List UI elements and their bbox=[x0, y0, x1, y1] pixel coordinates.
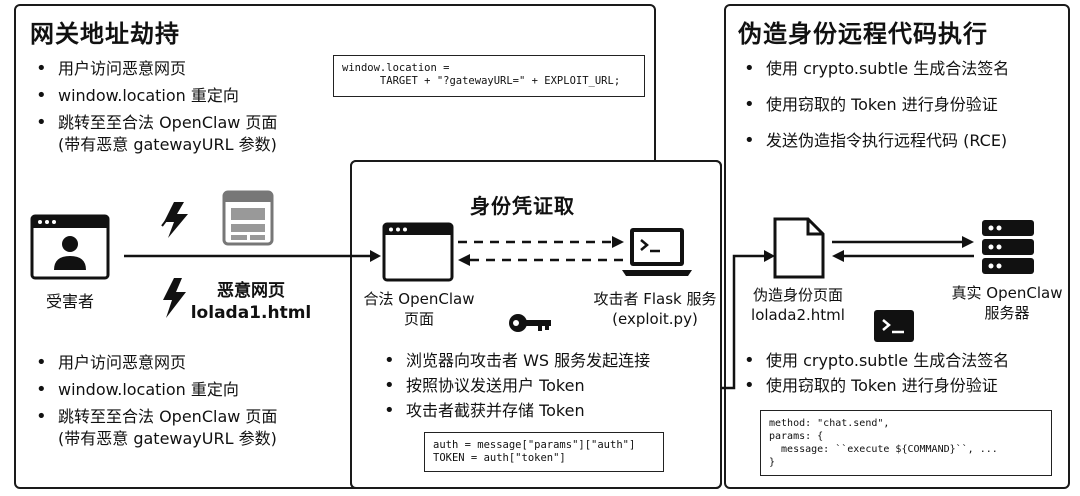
rce-panel bbox=[724, 4, 1070, 489]
hijack-title: 网关地址劫持 bbox=[30, 20, 180, 48]
rce-top-list: 使用 crypto.subtle 生成合法签名 使用窃取的 Token 进行身份… bbox=[738, 58, 1068, 157]
redirect-code-block: window.location = TARGET + "?gatewayURL=… bbox=[333, 55, 645, 97]
list-item: 用户访问恶意网页 bbox=[30, 352, 350, 374]
connector-arrow bbox=[720, 248, 776, 402]
bidirectional-arrows bbox=[830, 234, 976, 268]
list-item: 浏览器向攻击者 WS 服务发起连接 bbox=[378, 350, 718, 372]
list-item: 跳转至至合法 OpenClaw 页面 bbox=[30, 112, 330, 134]
list-item: 使用 crypto.subtle 生成合法签名 bbox=[738, 350, 1068, 372]
list-item-continuation: (带有恶意 gatewayURL 参数) bbox=[58, 135, 277, 154]
dashed-arrows bbox=[456, 234, 626, 272]
list-item: 发送伪造指令执行远程代码 (RCE) bbox=[738, 130, 1068, 152]
list-item: window.location 重定向 bbox=[30, 85, 330, 107]
terminal-laptop-icon bbox=[622, 226, 692, 282]
document-icon bbox=[772, 216, 826, 284]
steal-title: 身份凭证取 bbox=[470, 194, 575, 218]
redirect-arrow bbox=[124, 248, 382, 267]
list-item: 使用窃取的 Token 进行身份验证 bbox=[738, 375, 1068, 397]
forged-page-filename: lolada2.html bbox=[751, 306, 845, 324]
malicious-page-filename: lolada1.html bbox=[190, 303, 312, 323]
legit-page-label: 合法 OpenClaw bbox=[363, 290, 475, 308]
list-item: 跳转至至合法 OpenClaw 页面 bbox=[30, 406, 350, 428]
list-item-continuation: (带有恶意 gatewayURL 参数) bbox=[58, 429, 277, 448]
user-window-icon bbox=[30, 214, 110, 284]
steal-panel-border-redraw bbox=[350, 160, 722, 489]
list-item: 攻击者截获并存储 Token bbox=[378, 400, 718, 422]
forged-page-label: 伪造身份页面 bbox=[752, 286, 843, 304]
rce-bottom-list: 使用 crypto.subtle 生成合法签名 使用窃取的 Token 进行身份… bbox=[738, 350, 1068, 402]
list-item: window.location 重定向 bbox=[30, 379, 350, 401]
lightning-icon bbox=[160, 200, 194, 244]
steal-list: 浏览器向攻击者 WS 服务发起连接 按照协议发送用户 Token 攻击者截获并存… bbox=[378, 350, 718, 427]
server-rack-icon bbox=[980, 218, 1036, 280]
browser-window-icon bbox=[382, 222, 454, 286]
list-item: 用户访问恶意网页 bbox=[30, 58, 330, 80]
attacker-script-label: (exploit.py) bbox=[612, 310, 698, 328]
terminal-prompt-icon bbox=[874, 310, 914, 346]
legit-page-label-2: 页面 bbox=[403, 310, 434, 328]
attacker-label: 攻击者 Flask 服务 bbox=[593, 290, 717, 308]
server-label-2: 服务器 bbox=[984, 304, 1030, 322]
rce-title: 伪造身份远程代码执行 bbox=[738, 20, 988, 48]
token-code-block: auth = message["params"]["auth"] TOKEN =… bbox=[424, 432, 664, 472]
victim-label: 受害者 bbox=[45, 292, 94, 311]
malicious-page-label: 恶意网页 bbox=[217, 281, 285, 301]
list-item: 使用窃取的 Token 进行身份验证 bbox=[738, 94, 1068, 116]
hijack-bottom-list: 用户访问恶意网页 window.location 重定向 跳转至至合法 Open… bbox=[30, 352, 350, 455]
lightning-icon bbox=[160, 276, 188, 324]
browser-layout-icon bbox=[222, 190, 274, 250]
hijack-top-list: 用户访问恶意网页 window.location 重定向 跳转至至合法 Open… bbox=[30, 58, 330, 161]
server-label: 真实 OpenClaw bbox=[951, 284, 1063, 302]
list-item: 使用 crypto.subtle 生成合法签名 bbox=[738, 58, 1068, 80]
key-icon bbox=[508, 312, 552, 338]
rce-code-block: method: "chat.send", params: { message: … bbox=[760, 410, 1052, 476]
list-item: 按照协议发送用户 Token bbox=[378, 375, 718, 397]
